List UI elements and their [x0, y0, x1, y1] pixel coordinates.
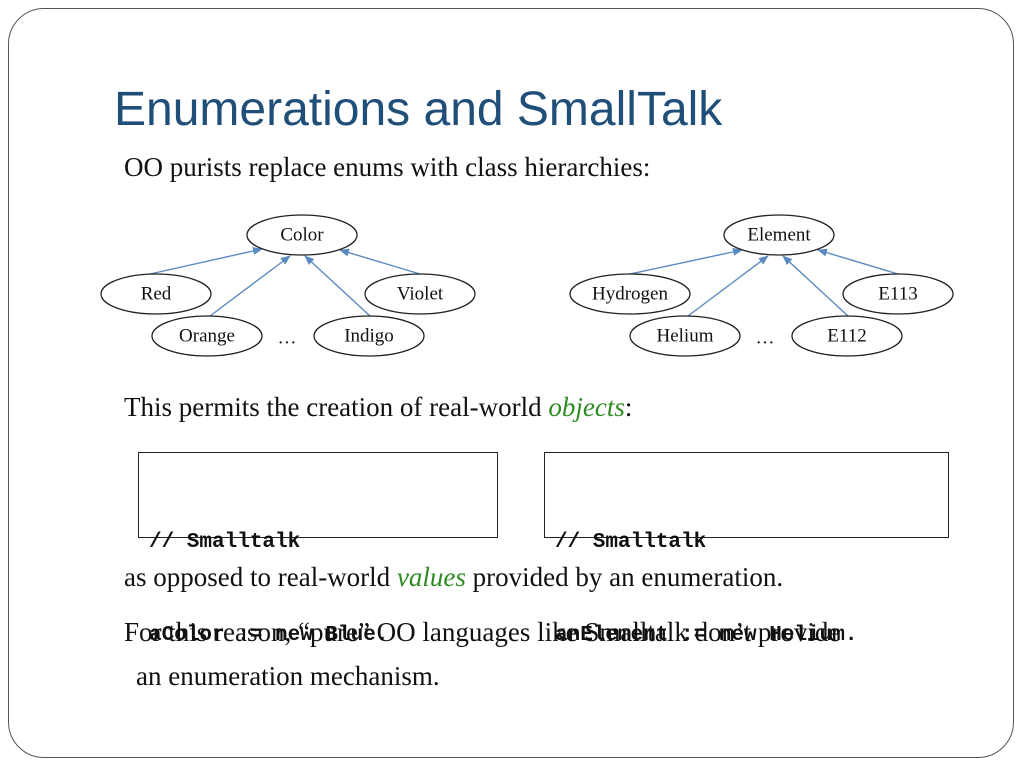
values-emphasis: values	[396, 562, 466, 592]
edge-hydrogen-element	[629, 247, 743, 275]
svg-text:Hydrogen: Hydrogen	[592, 284, 668, 305]
svg-text:E112: E112	[827, 326, 866, 347]
opposed-prefix: as opposed to real-world	[124, 562, 397, 592]
edge-e113-element	[817, 248, 899, 275]
svg-text:Element: Element	[747, 225, 811, 246]
svg-text:Violet: Violet	[397, 284, 444, 305]
opposed-text: as opposed to real-world values provided…	[124, 562, 783, 593]
edge-red-color	[149, 247, 263, 275]
color-ellipsis: …	[278, 328, 297, 349]
code-box-color: // Smalltalk aColor := new Blue.	[138, 452, 498, 647]
node-color: Color	[246, 214, 358, 256]
node-e113: E113	[842, 273, 954, 315]
edge-e112-element	[782, 255, 849, 317]
intro-text: OO purists replace enums with class hier…	[124, 152, 651, 182]
svg-text:Red: Red	[141, 284, 172, 305]
code-statement: anElement := new Helium.	[555, 624, 858, 647]
node-red: Red	[100, 273, 212, 315]
node-hydrogen: Hydrogen	[569, 273, 691, 315]
node-helium: Helium	[629, 315, 741, 357]
node-e112: E112	[791, 315, 903, 357]
node-indigo: Indigo	[313, 315, 425, 357]
opposed-suffix: provided by an enumeration.	[465, 562, 784, 592]
svg-text:Color: Color	[280, 225, 324, 246]
edge-violet-color	[339, 248, 421, 275]
svg-text:Indigo: Indigo	[344, 326, 394, 347]
permits-prefix: This permits the creation of real-world	[124, 392, 549, 422]
code-comment: // Smalltalk	[555, 531, 707, 554]
slide-frame	[8, 8, 1014, 758]
permits-text: This permits the creation of real-world …	[124, 392, 632, 423]
edge-orange-color	[209, 255, 291, 317]
edge-indigo-color	[304, 255, 371, 317]
reason-text-line1: For this reason, “pure” OO languages lik…	[124, 617, 841, 647]
node-violet: Violet	[364, 273, 476, 315]
svg-text:Orange: Orange	[179, 326, 235, 347]
code-statement: aColor := new Blue.	[149, 624, 389, 647]
code-box-element: // Smalltalk anElement := new Helium.	[544, 452, 949, 647]
slide-title: Enumerations and SmallTalk	[114, 83, 723, 136]
code-comment: // Smalltalk	[149, 531, 301, 554]
edge-helium-element	[687, 255, 769, 317]
element-ellipsis: …	[756, 328, 775, 349]
objects-emphasis: objects	[548, 392, 625, 422]
permits-suffix: :	[624, 392, 633, 422]
reason-text-line2: an enumeration mechanism.	[136, 661, 440, 691]
node-element: Element	[723, 214, 835, 256]
svg-text:E113: E113	[878, 284, 917, 305]
svg-text:Helium: Helium	[657, 326, 714, 347]
node-orange: Orange	[151, 315, 263, 357]
